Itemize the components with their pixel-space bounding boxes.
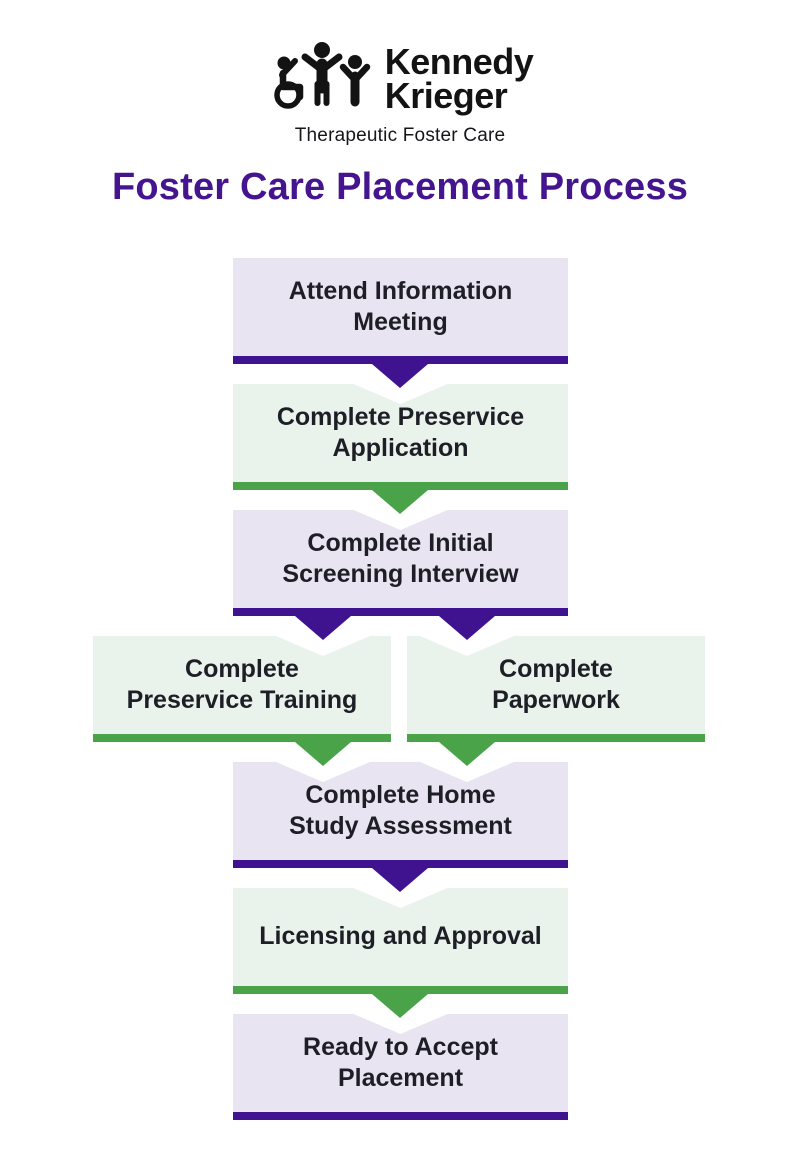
flow-arrow-down-icon — [372, 490, 428, 514]
brand-line-1: Kennedy — [384, 40, 534, 82]
step-accent-bar — [233, 860, 568, 868]
flow-arrow-down-icon — [295, 742, 351, 766]
page-title: Foster Care Placement Process — [111, 166, 689, 208]
step-box-complete-initial-screening-interview: Complete Initial Screening Interview — [233, 510, 568, 616]
step-label: Complete Paperwork — [492, 654, 620, 715]
step-accent-bar — [233, 356, 568, 364]
step-label: Complete Initial Screening Interview — [282, 528, 519, 588]
step-accent-bar — [93, 734, 391, 742]
step-box-ready-to-accept-placement: Ready to Accept Placement — [233, 1014, 568, 1120]
flow-arrow-down-icon — [295, 616, 351, 640]
brand-line-2: Krieger — [384, 75, 508, 116]
flow-arrow-down-icon — [372, 994, 428, 1018]
logo-row: Kennedy Krieger — [267, 40, 534, 118]
step-label: Ready to Accept Placement — [303, 1032, 498, 1092]
step-box-complete-home-study-assessment: Complete Home Study Assessment — [233, 762, 568, 868]
brand-name: Kennedy Krieger — [384, 40, 534, 116]
step-label: Licensing and Approval — [259, 922, 542, 951]
flow-arrow-down-icon — [439, 616, 495, 640]
step-label: Complete Preservice Training — [126, 654, 358, 715]
step-box-complete-preservice-training: Complete Preservice Training — [93, 636, 391, 742]
step-box-complete-paperwork: Complete Paperwork — [407, 636, 705, 742]
step-box-complete-preservice-application: Complete Preservice Application — [233, 384, 568, 490]
step-accent-bar — [233, 986, 568, 994]
step-accent-bar — [233, 1112, 568, 1120]
step-label: Complete Home Study Assessment — [289, 780, 512, 841]
step-label: Attend Information Meeting — [288, 276, 513, 337]
logo-subtitle: Therapeutic Foster Care — [294, 125, 506, 146]
kennedy-krieger-logo: Kennedy Krieger Therapeutic Foster Care — [0, 40, 800, 147]
step-box-attend-information-meeting: Attend Information Meeting — [233, 258, 568, 364]
step-accent-bar — [407, 734, 705, 742]
kennedy-krieger-figures-icon — [273, 42, 370, 109]
flow-arrow-down-icon — [439, 742, 495, 766]
flow-arrow-down-icon — [372, 868, 428, 892]
step-accent-bar — [233, 608, 568, 616]
step-label: Complete Preservice Application — [276, 402, 525, 462]
step-accent-bar — [233, 482, 568, 490]
step-box-licensing-and-approval: Licensing and Approval — [233, 888, 568, 994]
flow-arrow-down-icon — [372, 364, 428, 388]
